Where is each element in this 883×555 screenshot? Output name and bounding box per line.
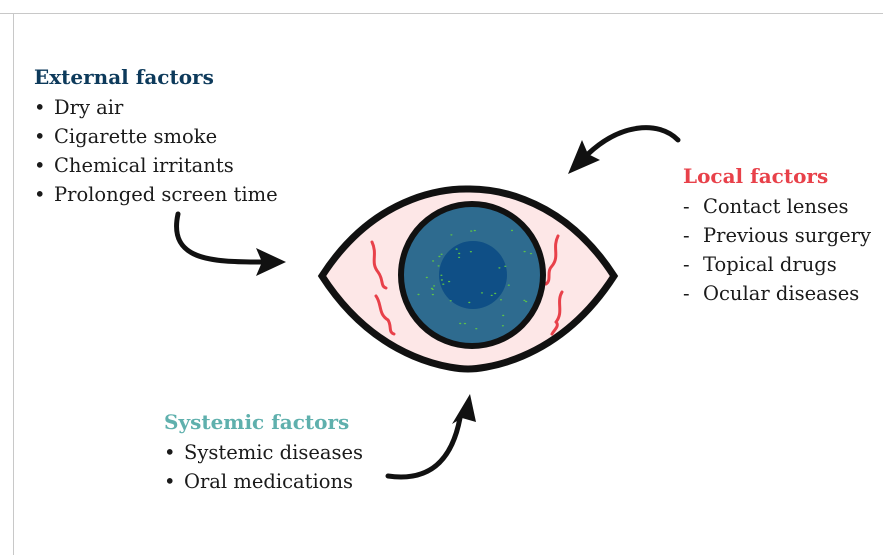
iris-speck bbox=[475, 328, 478, 330]
list-item: •Chemical irritants bbox=[34, 154, 234, 177]
iris-speck bbox=[442, 283, 445, 285]
iris-speck bbox=[463, 322, 467, 325]
vessel-left-lower bbox=[374, 294, 396, 336]
iris-speck bbox=[438, 255, 441, 258]
systemic-factors-group: Systemic factors •Systemic diseases •Ora… bbox=[164, 409, 363, 496]
iris-speck bbox=[448, 280, 451, 283]
iris-speck bbox=[498, 267, 501, 269]
iris-speck bbox=[525, 300, 528, 303]
iris-speck bbox=[480, 292, 484, 294]
list-item: •Systemic diseases bbox=[164, 441, 364, 464]
iris-speck bbox=[440, 274, 443, 276]
arrow-systemic-to-eye bbox=[385, 394, 476, 480]
iris-speck bbox=[501, 325, 504, 327]
iris-speck bbox=[440, 253, 443, 255]
iris-speck bbox=[433, 285, 436, 287]
external-factors-title: External factors bbox=[34, 65, 214, 89]
iris-speck bbox=[523, 250, 526, 253]
iris-speck bbox=[455, 248, 458, 250]
local-factors-title: Local factors bbox=[683, 164, 829, 188]
list-item: -Topical drugs bbox=[683, 253, 837, 276]
local-factors-list: -Contact lenses -Previous surgery -Topic… bbox=[683, 192, 871, 308]
iris-speck bbox=[458, 252, 461, 255]
iris-specks bbox=[417, 229, 533, 330]
vessel-right-upper bbox=[544, 234, 560, 286]
iris-speck bbox=[417, 293, 420, 296]
iris-speck bbox=[437, 265, 440, 267]
external-factors-list: •Dry air •Cigarette smoke •Chemical irri… bbox=[34, 93, 278, 209]
iris-speck bbox=[504, 265, 507, 267]
frame-border-top bbox=[0, 13, 883, 14]
iris-speck bbox=[529, 252, 533, 255]
iris-speck bbox=[510, 229, 514, 232]
systemic-factors-list: •Systemic diseases •Oral medications bbox=[164, 438, 363, 496]
list-item: •Cigarette smoke bbox=[34, 125, 218, 148]
local-factors-group: Local factors -Contact lenses -Previous … bbox=[683, 163, 871, 308]
iris-speck bbox=[432, 260, 435, 262]
list-item: •Oral medications bbox=[164, 470, 354, 493]
vessel-left-upper bbox=[370, 240, 388, 290]
list-item: -Contact lenses bbox=[683, 195, 849, 218]
list-item: •Prolonged screen time bbox=[34, 183, 278, 206]
iris-speck bbox=[431, 293, 434, 296]
arrow-external-to-eye bbox=[174, 211, 286, 276]
eye-pupil bbox=[439, 241, 507, 309]
iris-speck bbox=[490, 294, 493, 297]
iris-speck bbox=[473, 229, 476, 232]
iris-speck bbox=[470, 230, 473, 232]
iris-speck bbox=[523, 299, 526, 302]
iris-speck bbox=[469, 251, 472, 253]
vessel-right-lower bbox=[550, 290, 564, 336]
arrow-local-to-eye bbox=[568, 125, 681, 174]
list-item: -Ocular diseases bbox=[683, 282, 860, 305]
systemic-factors-title: Systemic factors bbox=[164, 410, 350, 434]
blood-vessels bbox=[370, 234, 564, 336]
iris-speck bbox=[468, 301, 471, 304]
iris-speck bbox=[458, 256, 461, 259]
iris-speck bbox=[459, 322, 462, 325]
frame-border-left bbox=[13, 13, 14, 555]
eye-illustration bbox=[317, 185, 619, 373]
iris-speck bbox=[507, 284, 510, 286]
iris-speck bbox=[431, 288, 434, 291]
iris-speck bbox=[494, 292, 497, 295]
list-item: -Previous surgery bbox=[683, 224, 871, 247]
iris-speck bbox=[440, 279, 443, 281]
list-item: •Dry air bbox=[34, 96, 124, 119]
external-factors-group: External factors •Dry air •Cigarette smo… bbox=[34, 64, 278, 209]
iris-speck bbox=[449, 300, 452, 302]
iris-speck bbox=[450, 234, 453, 236]
iris-speck bbox=[425, 276, 428, 279]
iris-speck bbox=[502, 314, 505, 317]
iris-speck bbox=[499, 299, 503, 301]
